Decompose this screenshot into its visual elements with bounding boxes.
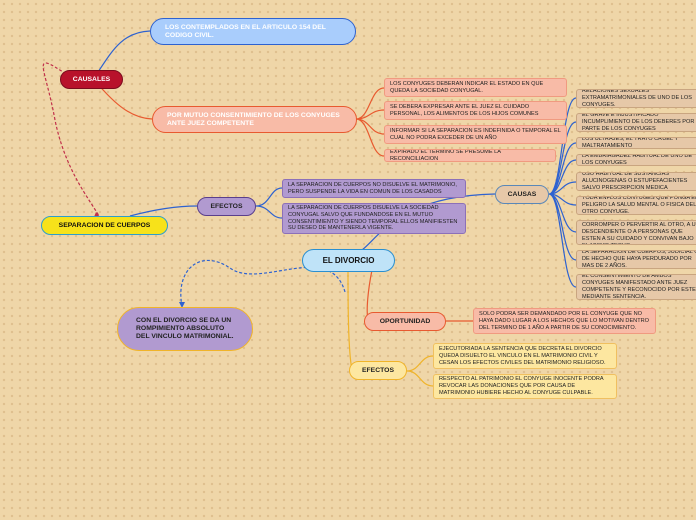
link-mutuo-items: [355, 87, 385, 157]
con-divorcio-node[interactable]: CON EL DIVORCIO SE DA UN ROMPIMIENTO ABS…: [117, 307, 253, 351]
el-divorcio-central-node[interactable]: EL DIVORCIO: [302, 249, 395, 272]
link-causas-items: [548, 97, 577, 288]
causa-item[interactable]: EL CONSENTIMIENTO DE AMBOS CONYUGES MANI…: [576, 274, 696, 300]
mutuo-item[interactable]: INFORMAR SI LA SEPARACION ES INDEFINIDA …: [384, 125, 567, 144]
mutuo-consentimiento-label: POR MUTUO CONSENTIMIENTO DE LOS CONYUGES…: [167, 111, 340, 127]
efectos-divorcio-item[interactable]: RESPECTO AL PATRIMONIO EL CONYUGE INOCEN…: [433, 374, 617, 399]
oportunidad-label: OPORTUNIDAD: [379, 317, 431, 325]
causa-item[interactable]: LOS ULTRAJES, EL TRATO CRUEL Y MALTRATAM…: [576, 137, 696, 149]
mutuo-item[interactable]: EXPIRADO EL TERMINO SE PRESUME LA RECONC…: [384, 149, 556, 162]
efectos-divorcio-node[interactable]: EFECTOS: [349, 361, 407, 380]
oportunidad-node[interactable]: OPORTUNIDAD: [364, 312, 446, 331]
efectos-separacion-label: EFECTOS: [210, 202, 243, 210]
separacion-cuerpos-label: SEPARACION DE CUERPOS: [58, 221, 151, 229]
efectos-separacion-node[interactable]: EFECTOS: [197, 197, 256, 216]
efectos-separacion-item[interactable]: LA SEPARACION DE CUERPOS NO DISUELVE EL …: [282, 179, 466, 198]
causas-node[interactable]: CAUSAS: [495, 185, 549, 204]
efectos-divorcio-item[interactable]: EJECUTORIADA LA SENTENCIA QUE DECRETA EL…: [433, 343, 617, 369]
separacion-cuerpos-node[interactable]: SEPARACION DE CUERPOS: [41, 216, 168, 235]
link-efectos-div-items: [406, 355, 434, 387]
article-154-node[interactable]: LOS CONTEMPLADOS EN EL ARTICULO 154 DEL …: [150, 18, 356, 45]
causa-item[interactable]: USO HABITUAL DE SUSTANCIAS ALUCINOGENAS …: [576, 172, 696, 191]
el-divorcio-label: EL DIVORCIO: [322, 255, 375, 265]
causa-item[interactable]: TODA CONDUCTA TENDIENTE A CORROMPER O PE…: [576, 220, 696, 245]
mutuo-consentimiento-node[interactable]: POR MUTUO CONSENTIMIENTO DE LOS CONYUGES…: [152, 106, 357, 133]
link-center-efectos: [347, 271, 353, 371]
efectos-separacion-item[interactable]: LA SEPARACION DE CUERPOS DISUELVE LA SOC…: [282, 203, 466, 234]
causa-item[interactable]: LA SEPARACION DE CUERPOS, JUDICIAL O DE …: [576, 250, 696, 269]
link-center-con-divorcio: [180, 259, 346, 307]
efectos-divorcio-label: EFECTOS: [362, 366, 394, 374]
link-separacion-efectos: [129, 205, 198, 217]
causa-item[interactable]: EL GRAVE E INJUSTIFICADO INCUMPLIMIENTO …: [576, 113, 696, 132]
causales-node[interactable]: CAUSALES: [60, 70, 123, 89]
mutuo-item[interactable]: LOS CONYUGES DEBERAN INDICAR EL ESTADO E…: [384, 78, 567, 97]
oportunidad-item[interactable]: SOLO PODRA SER DEMANDADO POR EL CONYUGE …: [473, 308, 656, 334]
link-causales-separacion: [42, 62, 100, 217]
con-divorcio-label: CON EL DIVORCIO SE DA UN ROMPIMIENTO ABS…: [136, 317, 234, 340]
causa-item[interactable]: LA EMBRIAGADEZ HABITUAL DE UNO DE LOS CO…: [576, 154, 696, 166]
causa-item[interactable]: RELACIONES SEXUALES EXTRAMATRIMONIALES D…: [576, 89, 696, 108]
causales-label: CAUSALES: [72, 75, 111, 83]
link-efectos-items: [255, 187, 283, 219]
mutuo-item[interactable]: SE DEBERA EXPRESAR ANTE EL JUEZ EL CUIDA…: [384, 101, 567, 120]
article-154-label: LOS CONTEMPLADOS EN EL ARTICULO 154 DEL …: [165, 23, 326, 39]
causas-label: CAUSAS: [507, 190, 537, 198]
causa-item[interactable]: TODA ENFLOS CONYUGES QUE PONGA EN PELIGR…: [576, 196, 696, 215]
